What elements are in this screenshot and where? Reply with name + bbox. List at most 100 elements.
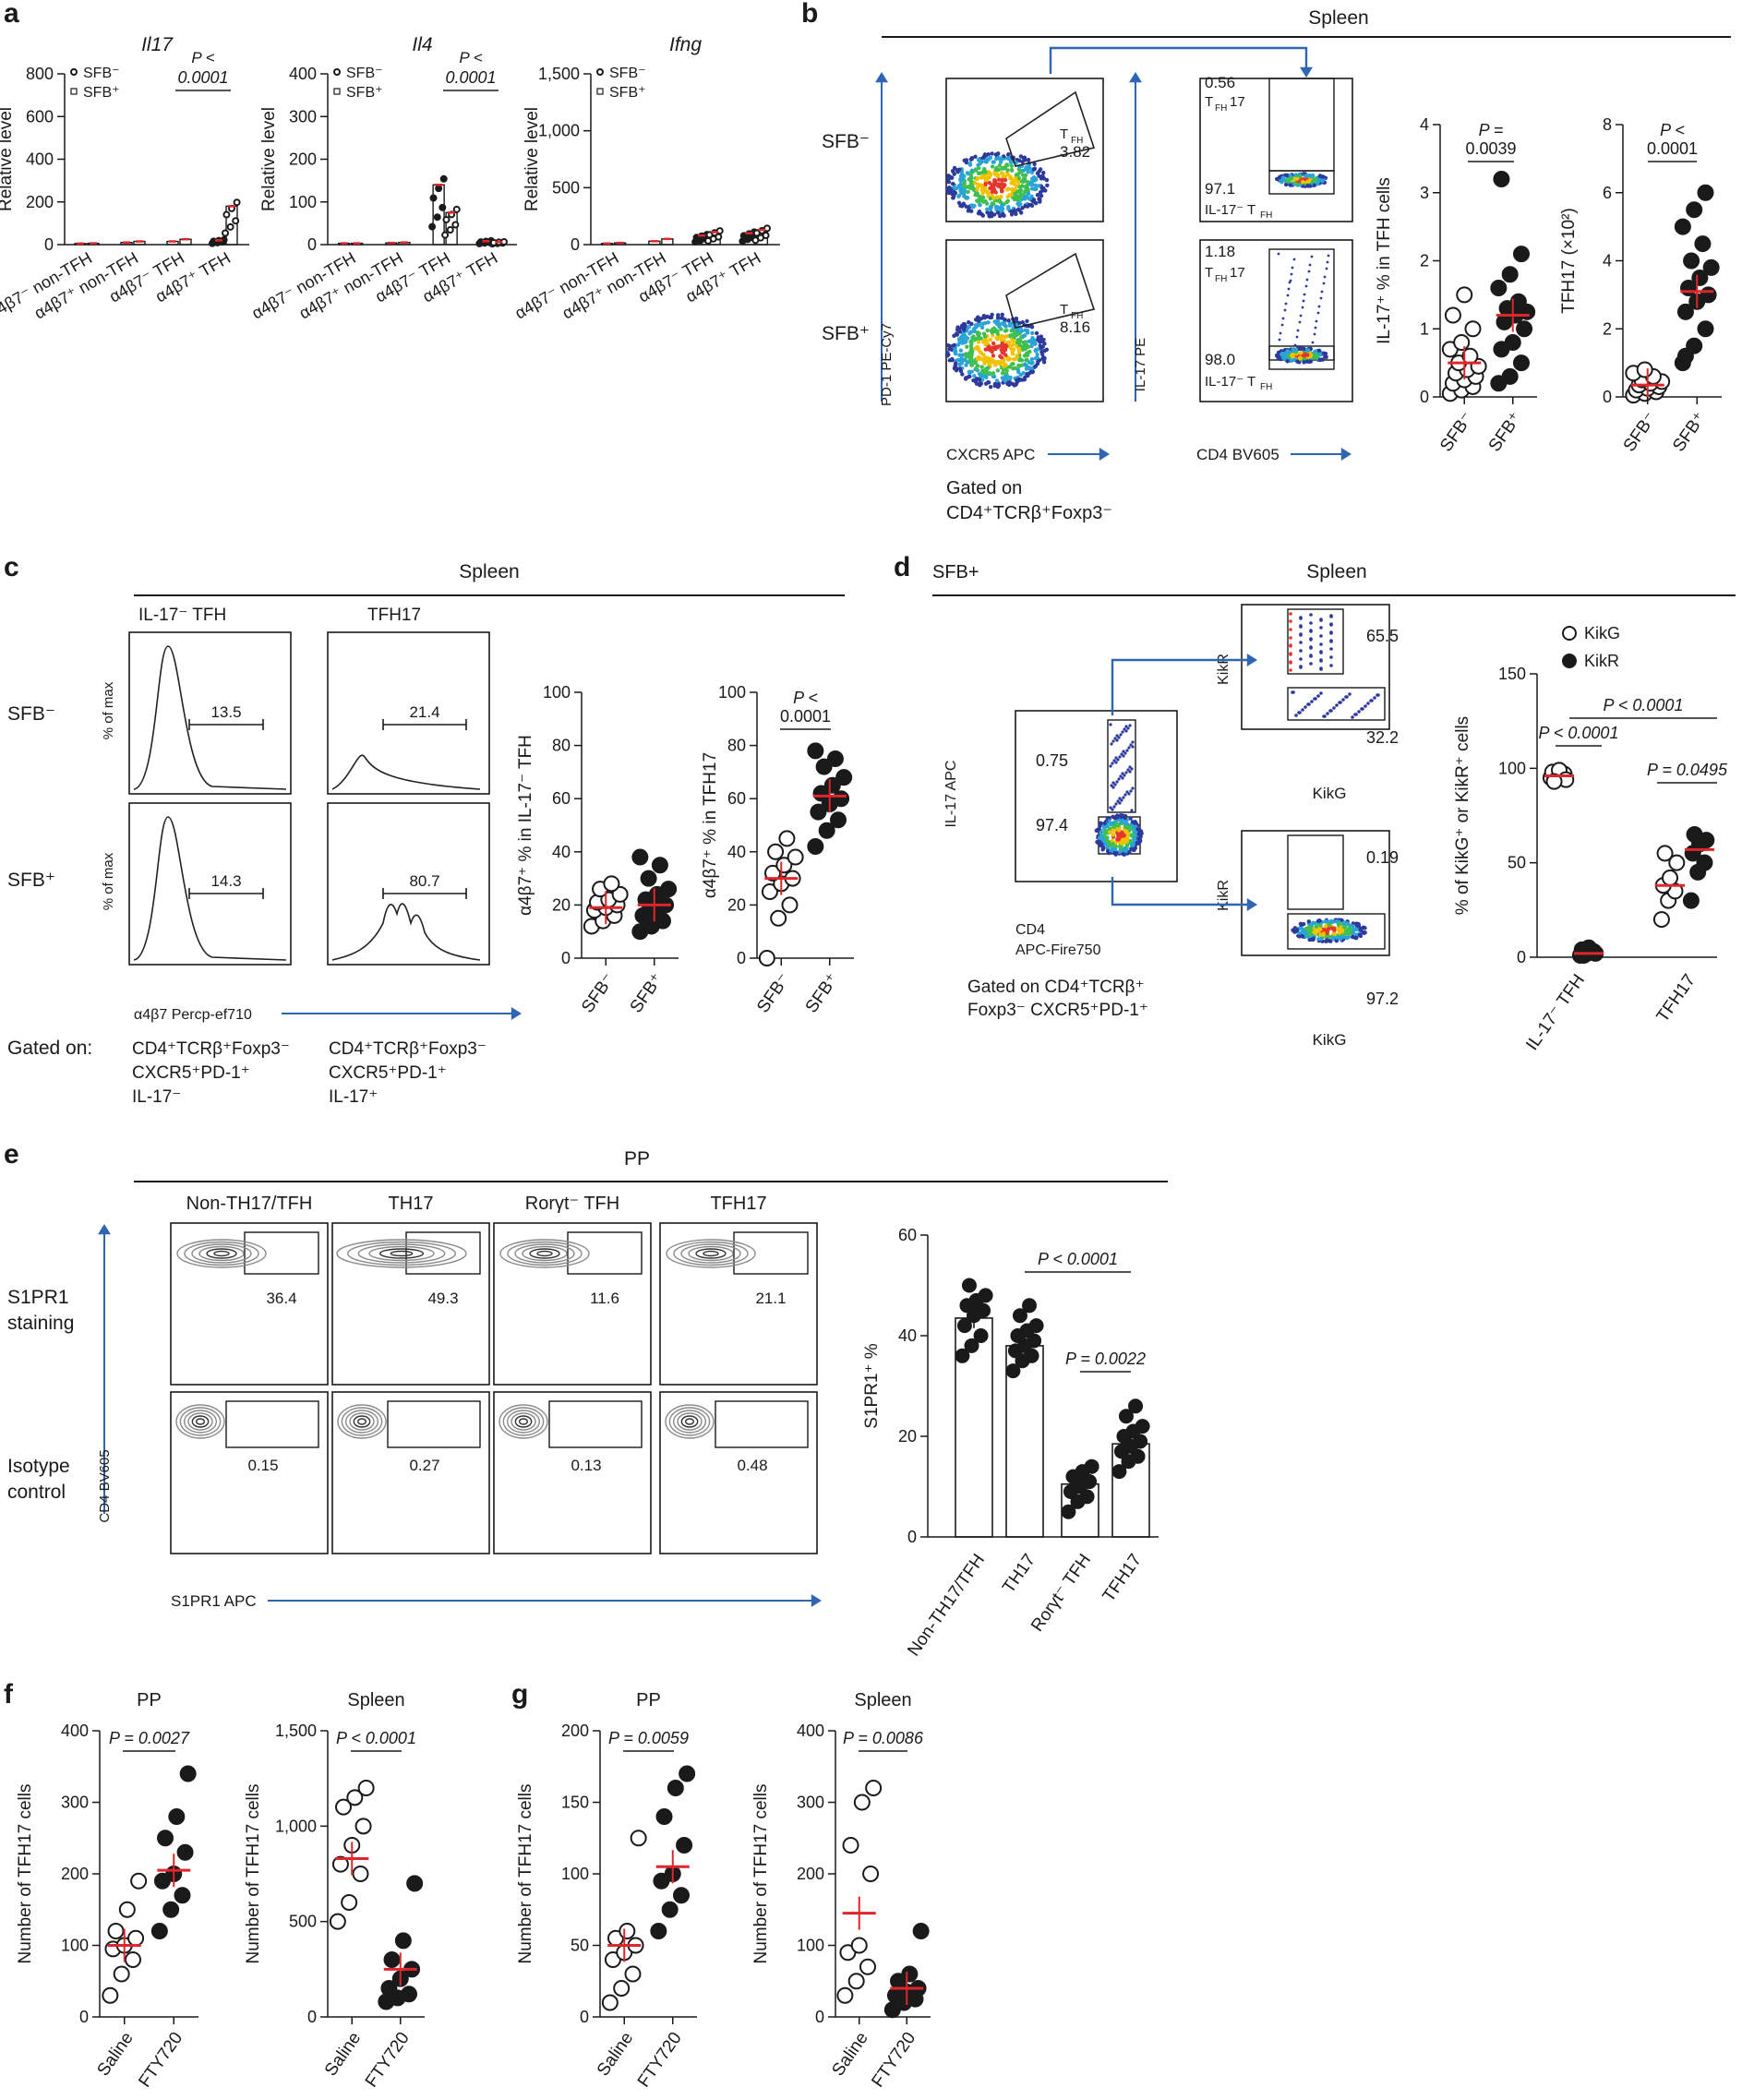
contour-ring [511,1412,536,1431]
event-dot [1029,180,1034,185]
event-dot [1314,697,1317,701]
event-dot [1006,318,1011,323]
event-dot [987,371,992,377]
event-dot [975,175,979,181]
event-dot [985,346,991,352]
event-dot [978,202,982,208]
y-tick-label: 80 [727,737,746,755]
p-value: P < [1660,121,1685,139]
event-dot [1015,180,1021,185]
event-dot [1115,837,1121,842]
event-dot [977,322,981,328]
data-point [956,1318,972,1334]
event-dot [1126,768,1130,772]
gate-value: 36.4 [266,1290,296,1307]
arrowhead [1099,448,1110,461]
gate-value: 3.82 [1060,143,1090,161]
event-dot [1101,836,1106,842]
gate-label: 17 [1230,94,1245,110]
gate-label: FH [1071,136,1083,146]
data-point [1501,367,1519,385]
event-dot [1300,927,1305,931]
y-tick-label: 4 [1603,252,1612,270]
event-dot [1124,847,1129,852]
event-dot [991,341,996,346]
y-tick-label: 0 [307,235,317,254]
event-dot [1129,789,1133,793]
event-dot [1000,177,1004,183]
event-dot [979,198,985,203]
gate-value: 0.13 [571,1457,601,1474]
plot-title: PP [636,1690,661,1710]
event-dot [1017,158,1022,163]
gate-polygon [1005,90,1096,167]
event-dot [1296,329,1300,332]
event-dot [969,363,975,367]
panel-letter-d: d [894,552,910,582]
histogram-curve [133,645,287,790]
event-dot [988,155,993,161]
event-dot [1028,339,1033,343]
event-dot [1119,841,1124,846]
event-dot [1017,320,1022,326]
event-dot [1299,665,1303,668]
event-dot [1289,643,1292,647]
panel-title: Spleen [1306,561,1366,582]
event-dot [1111,781,1115,785]
event-dot [947,190,952,195]
histogram-curve [331,903,481,961]
data-point [1444,306,1461,324]
event-dot [1039,193,1044,198]
contour-ring [337,1404,387,1439]
event-dot [1019,329,1025,333]
event-dot [1119,733,1123,737]
event-dot [1325,933,1330,939]
gate-box [1287,608,1344,675]
data-point [835,769,853,786]
event-dot [1298,320,1302,324]
data-point [631,848,649,866]
data-point [124,1951,141,1968]
axis-title: CD4 BV605 [97,1449,113,1522]
event-dot [1014,317,1019,322]
contour-ring [191,1243,252,1264]
event-dot [1309,645,1313,649]
data-point [130,1872,148,1890]
density-cloud [1291,918,1367,943]
event-dot [967,207,971,211]
axis-title: KikG [1313,785,1347,802]
event-dot [1123,839,1128,844]
gate-label: FH [1260,382,1272,392]
event-dot [984,375,989,380]
event-dot [1302,354,1307,358]
flow-plot-frame [945,78,1104,222]
data-point [1512,246,1530,263]
event-dot [1000,185,1004,189]
axis-title: CXCR5 APC [946,446,1035,463]
event-dot [988,384,993,390]
event-dot [967,369,972,375]
contour-ring [673,1241,749,1266]
y-tick-label: 0 [561,949,571,967]
event-dot [1036,337,1040,342]
data-point [1668,854,1686,871]
event-dot [1322,282,1326,285]
event-dot [1294,176,1300,181]
contour-ring [514,1243,575,1264]
event-dot [1122,750,1125,753]
legend-marker [70,68,78,76]
event-dot [1119,774,1123,778]
event-dot [1336,922,1341,927]
data-point [613,1980,631,1997]
event-dot [1129,743,1133,747]
event-dot [976,165,981,171]
gate-box [244,1231,319,1275]
event-dot [990,183,994,187]
event-dot [1001,370,1005,376]
event-dot [1128,816,1133,821]
event-dot [1132,840,1136,846]
p-value: P < 0.0001 [336,1729,416,1747]
axis-title: IL-17 APC [943,761,959,828]
gate-value: 1.18 [1205,243,1235,260]
event-dot [1308,353,1314,358]
